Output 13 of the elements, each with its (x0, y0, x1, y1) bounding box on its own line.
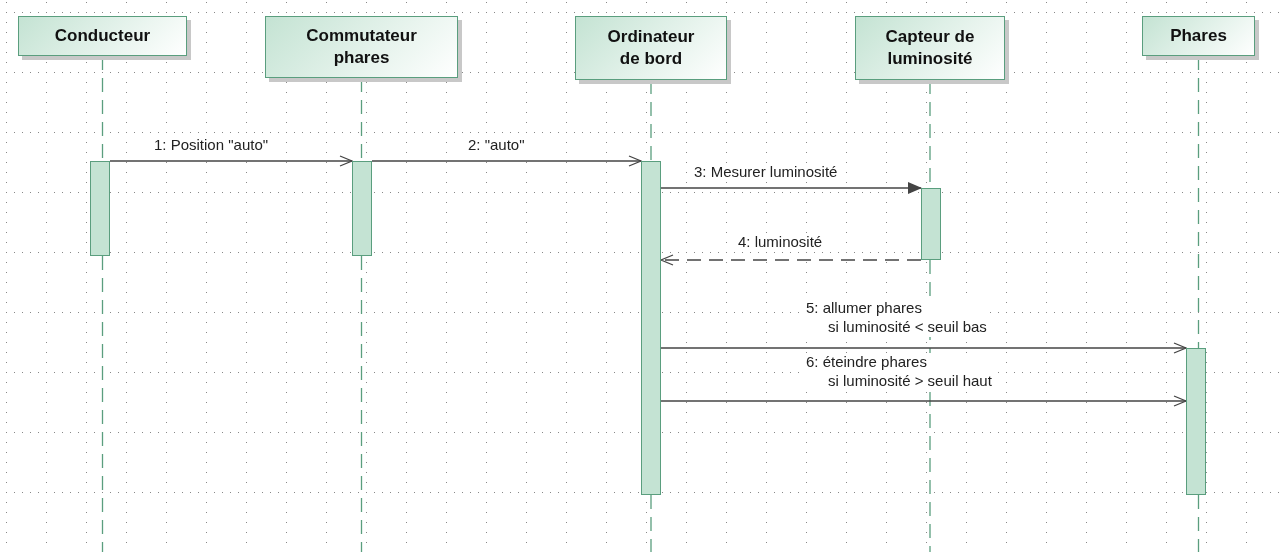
activation-bar (90, 161, 110, 256)
return-arrow (660, 254, 922, 266)
activation-bar (352, 161, 372, 256)
message-label: 1: Position "auto" (152, 136, 271, 155)
message-label: 5: allumer phares si luminosité < seuil bas (804, 299, 989, 337)
activation-bar (1186, 348, 1206, 495)
message-arrow (660, 342, 1187, 354)
message-arrow (371, 155, 642, 167)
activation-bar (921, 188, 941, 260)
activation-bar (641, 161, 661, 495)
message-arrow (109, 155, 353, 167)
message-arrow (660, 182, 922, 194)
message-arrow (660, 395, 1187, 407)
